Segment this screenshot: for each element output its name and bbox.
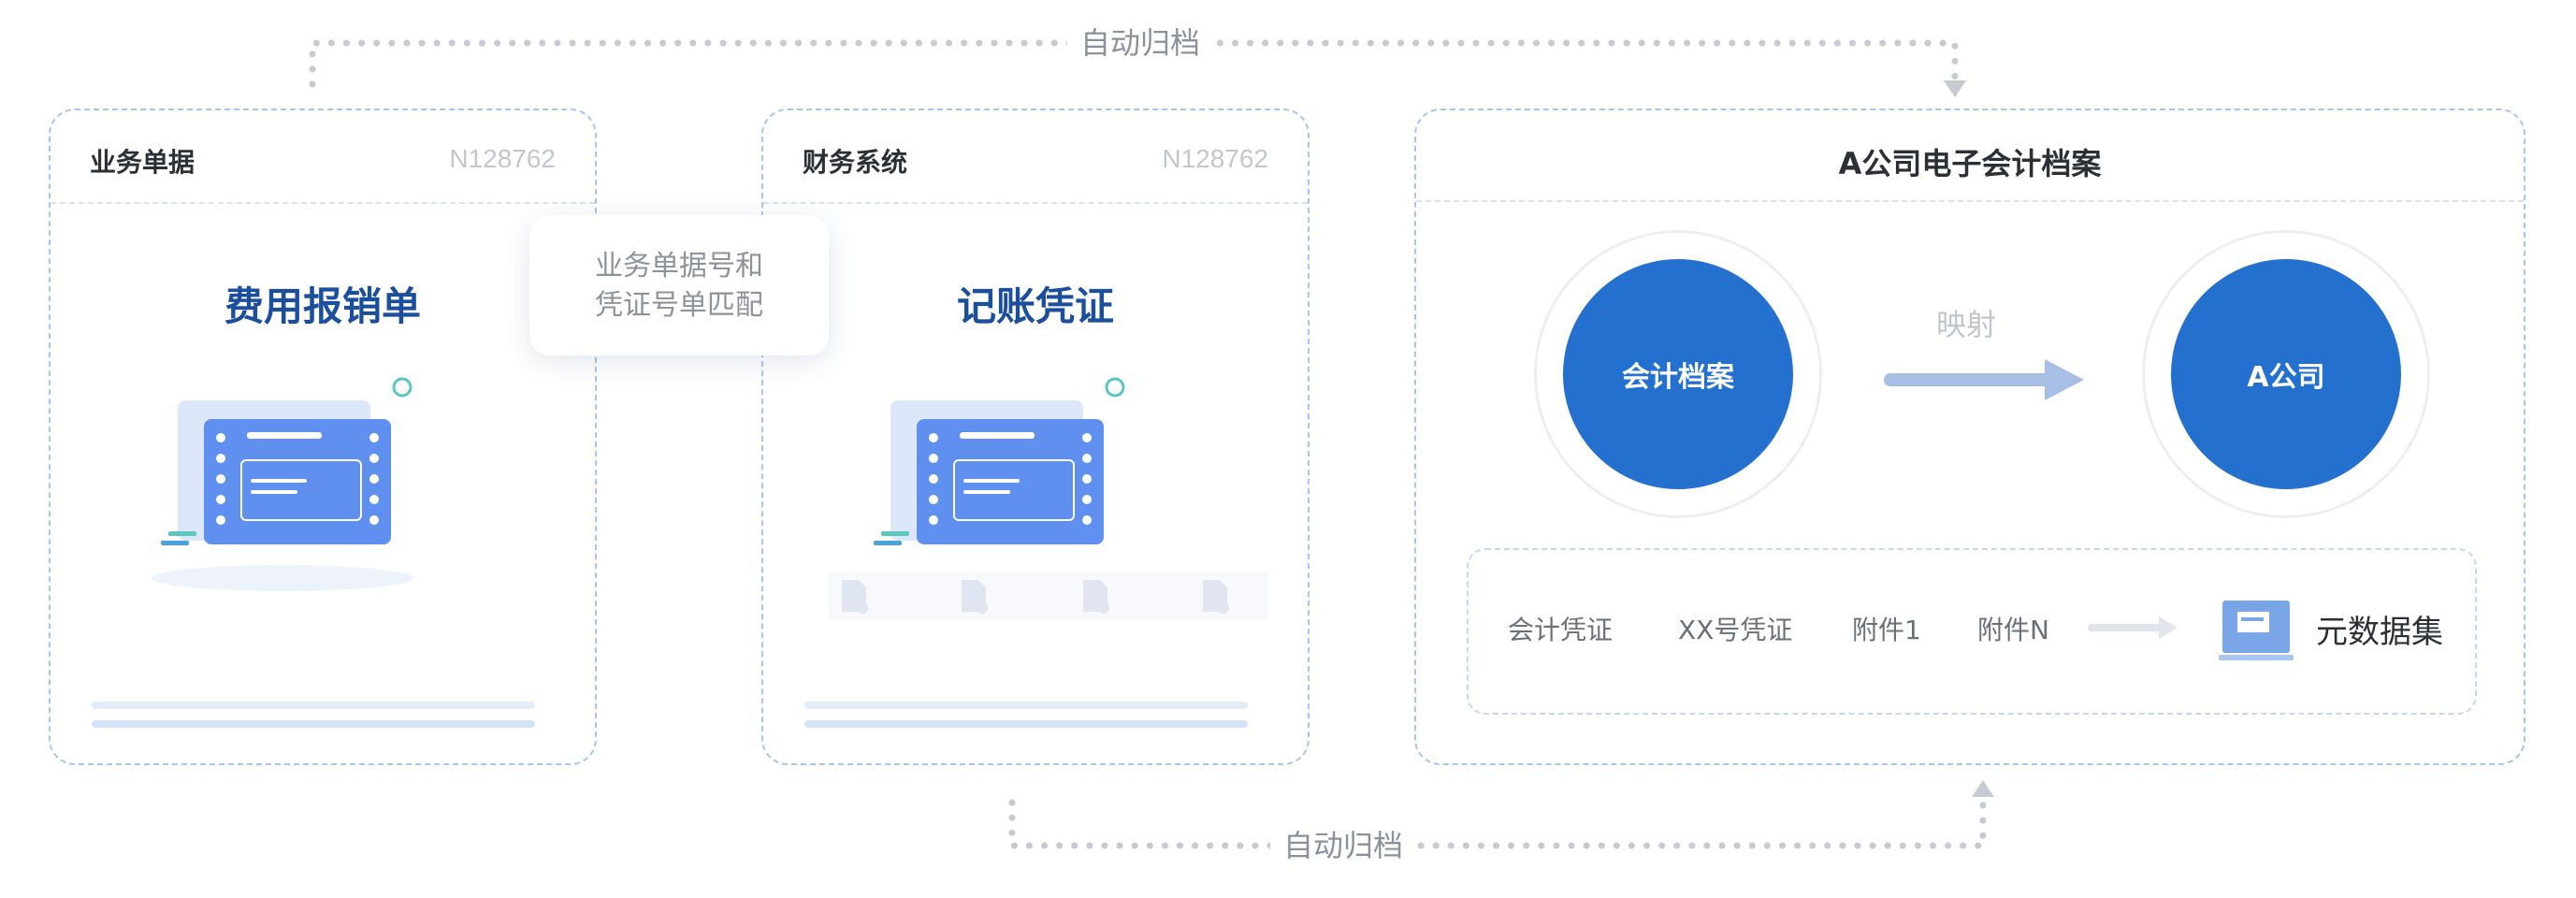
- top-connector-arrowhead: [1944, 80, 1966, 97]
- placeholder-line: [804, 702, 1248, 709]
- bottom-flow-label: 自动归档: [1270, 827, 1417, 864]
- metadata-item: 附件1: [1852, 615, 1921, 645]
- right-arrow-icon: [1884, 359, 2084, 400]
- top-archive-connector: [309, 39, 1959, 88]
- mapping-label: 映射: [1936, 307, 1997, 342]
- document-icon-row: [829, 572, 1268, 619]
- callout-line-2: 凭证号单匹配: [595, 289, 763, 322]
- top-flow-label: 自动归档: [1067, 24, 1214, 62]
- document-number: N128762: [1162, 144, 1268, 173]
- document-number: N128762: [449, 144, 556, 173]
- placeholder-line: [804, 720, 1248, 728]
- voucher-illustration: [874, 377, 1125, 545]
- document-type-title: 费用报销单: [224, 283, 421, 329]
- card-title: 财务系统: [803, 147, 908, 178]
- accounting-archive-node: 会计档案: [1534, 230, 1822, 518]
- document-type-title: 记账凭证: [956, 283, 1114, 329]
- bottom-connector-arrowhead: [1972, 780, 1994, 797]
- right-arrow-icon: [2088, 616, 2178, 639]
- metadata-item: 会计凭证: [1508, 615, 1614, 645]
- finance-system-card: 财务系统 N128762 记账凭证: [761, 109, 1310, 765]
- number-match-callout: 业务单据号和 凭证号单匹配: [529, 215, 829, 355]
- metadata-set-label: 元数据集: [2316, 614, 2443, 651]
- card-title: 业务单据: [90, 147, 195, 178]
- metadata-item: 附件N: [1977, 615, 2049, 645]
- voucher-illustration: [152, 377, 413, 591]
- placeholder-line: [92, 702, 535, 709]
- archive-card-title: A公司电子会计档案: [1838, 146, 2102, 181]
- metadata-item: XX号凭证: [1678, 615, 1793, 645]
- card-divider: [51, 202, 595, 204]
- callout-line-1: 业务单据号和: [595, 250, 763, 282]
- metadata-flow-box: 会计凭证 XX号凭证 附件1 附件N 元数据集: [1467, 548, 2477, 715]
- business-document-card: 业务单据 N128762 费用报销单: [49, 109, 597, 765]
- company-node: A公司: [2142, 230, 2430, 518]
- bottom-archive-connector: [1008, 791, 1987, 849]
- placeholder-line: [92, 720, 535, 728]
- company-circle: A公司: [2171, 259, 2401, 489]
- card-divider: [763, 202, 1308, 204]
- dataset-icon: [2219, 601, 2294, 660]
- accounting-archive-circle: 会计档案: [1563, 259, 1793, 489]
- card-divider: [1416, 200, 2524, 202]
